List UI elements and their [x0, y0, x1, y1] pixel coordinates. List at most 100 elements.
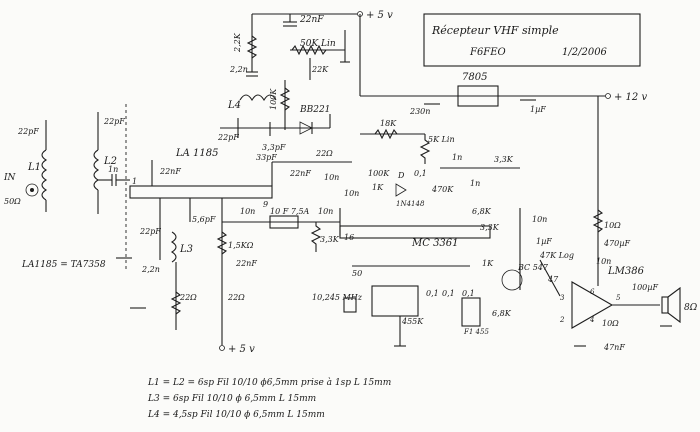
l2-coil — [93, 149, 100, 191]
c50-label: 50 — [352, 269, 362, 278]
c0-1-c-label: 0,1 — [426, 289, 439, 298]
c470uf-label: 470µF — [603, 239, 630, 248]
pot5k-resistor — [419, 134, 431, 164]
c0-1-a-label: 0,1 — [414, 169, 427, 178]
r10ohm-a-resistor — [592, 209, 604, 233]
speaker-body — [661, 296, 669, 314]
lm386-pin3: 3 — [560, 294, 565, 302]
c22pf-l4-label: 22pF — [217, 133, 239, 142]
c22n-l4-label: 2,2n — [229, 65, 248, 74]
c22n-b-label: 2,2n — [141, 265, 160, 274]
r22ohm-b-label: 22Ω — [227, 293, 245, 302]
bc547-transistor — [501, 269, 523, 291]
p5v-bottom-label: + 5 v — [228, 344, 255, 355]
l3-label: L3 — [179, 244, 193, 255]
c10n-f-label: 10n — [596, 257, 611, 266]
r10ohm-a-label: 10Ω — [604, 221, 621, 230]
c3p3-label: 3,3pF — [262, 143, 286, 152]
pot47k-label: 47K Log — [539, 251, 574, 260]
r1k-b-label: 1K — [482, 259, 494, 268]
pot5k-label: 5K Lin — [428, 135, 455, 144]
r22k-label: 22K — [311, 65, 329, 74]
in-label: IN — [3, 173, 17, 183]
c1n-a-label: 1n — [108, 165, 118, 174]
la1185-label: LA 1185 — [175, 148, 219, 159]
r2k2-label: 2,2K — [233, 32, 242, 53]
r1k5-resistor — [216, 231, 228, 255]
r6k8-label: 6,8K — [472, 207, 492, 216]
title-line1: Récepteur VHF simple — [431, 24, 559, 37]
diode-d — [395, 183, 407, 197]
pot50k-label: 50K Lin — [300, 39, 336, 49]
c33pf-label: 33pF — [256, 153, 277, 162]
c10n-d-label: 10n — [344, 189, 359, 198]
c22pf-b-label: 22pF — [103, 117, 125, 126]
lm386-pin2: 2 — [559, 316, 565, 324]
la1185-box — [129, 185, 273, 199]
c22nf-c-label: 22nF — [235, 259, 257, 268]
lm386-opamp — [571, 281, 614, 329]
r100k-b-label: 100K — [368, 169, 390, 178]
c5p6-label: 5,6pF — [192, 215, 216, 224]
speaker-label: 8Ω — [684, 303, 698, 313]
f1-455-label: F1 455 — [463, 328, 489, 336]
title-box — [423, 13, 641, 67]
r3k3-c-label: 3,3K — [480, 223, 500, 232]
c100uf-label: 100µF — [632, 283, 658, 292]
reg7805-label: 7805 — [462, 72, 487, 83]
c22pf-a-label: 22pF — [17, 127, 39, 136]
lm386-pin5: 5 — [616, 294, 621, 302]
xtal-10-7-box — [269, 215, 299, 229]
reg7805-box — [457, 85, 499, 107]
r3k3-a-resistor — [310, 222, 322, 252]
in-connector-inner — [30, 188, 34, 192]
mc3361-box — [339, 225, 491, 239]
f455k-label: 455K — [401, 317, 424, 326]
c0-1-d-label: 0,1 — [442, 289, 455, 298]
r47-label: 47 — [547, 275, 559, 284]
d1n4148-label: 1N4148 — [396, 200, 425, 208]
c22pf-l3-label: 22pF — [139, 227, 161, 236]
note-l4: L4 = 4,5sp Fil 10/10 ϕ 6,5mm L 15mm — [147, 410, 325, 420]
lm386-label: LM386 — [607, 266, 645, 277]
r22-a-label: 22Ω — [315, 149, 333, 158]
c47nf-label: 47nF — [603, 343, 625, 352]
c230n-label: 230n — [409, 107, 430, 116]
note-equiv: LA1185 = TA7358 — [21, 260, 106, 270]
r3k3-a-label: 3,3K — [320, 235, 340, 244]
ground-symbols — [116, 257, 672, 347]
l4-coil — [239, 94, 277, 102]
bb221-label: BB221 — [299, 105, 330, 115]
la1185-pin9: 9 — [263, 200, 268, 209]
c22nf-a-label: 22nF — [159, 167, 181, 176]
p5v-bottom-terminal — [219, 345, 225, 351]
speaker-cone — [667, 286, 681, 324]
r18k-resistor — [374, 128, 398, 140]
l3-coil — [170, 231, 177, 263]
pot50k-resistor — [291, 44, 327, 56]
c22nf-b-label: 22nF — [289, 169, 311, 178]
bc547-label: BC 547 — [517, 263, 549, 272]
r10ohm-b-label: 10Ω — [602, 319, 619, 328]
c0-1-e-label: 0,1 — [462, 289, 475, 298]
in-connector-outer — [25, 183, 39, 197]
l2-label: L2 — [103, 156, 117, 167]
c10n-b-label: 10n — [240, 207, 255, 216]
xtal-10245-label: 10,245 MHz — [312, 293, 363, 302]
c22nf-top-label: 22nF — [299, 15, 324, 25]
c1uf-top-label: 1µF — [530, 105, 546, 114]
z50-label: 50Ω — [4, 197, 21, 206]
c10n-c-label: 10n — [318, 207, 333, 216]
xtal-10-7-label: 10 F 7,5A — [270, 207, 310, 216]
xtal-10245-box — [343, 297, 357, 313]
r3k3-b-label: 3,3K — [494, 155, 514, 164]
note-l1l2: L1 = L2 = 6sp Fil 10/10 ϕ6,5mm prise à 1… — [147, 377, 391, 388]
diode-d-label: D — [397, 171, 405, 180]
r22ohm-c-label: 22Ω — [179, 293, 197, 302]
r470k-label: 470K — [431, 185, 454, 194]
r1k-a-label: 1K — [372, 183, 384, 192]
p12v-label: + 12 v — [614, 92, 647, 103]
r100k-label: 100K — [269, 88, 278, 110]
note-l3: L3 = 6sp Fil 10/10 ϕ 6,5mm L 15mm — [147, 394, 316, 404]
